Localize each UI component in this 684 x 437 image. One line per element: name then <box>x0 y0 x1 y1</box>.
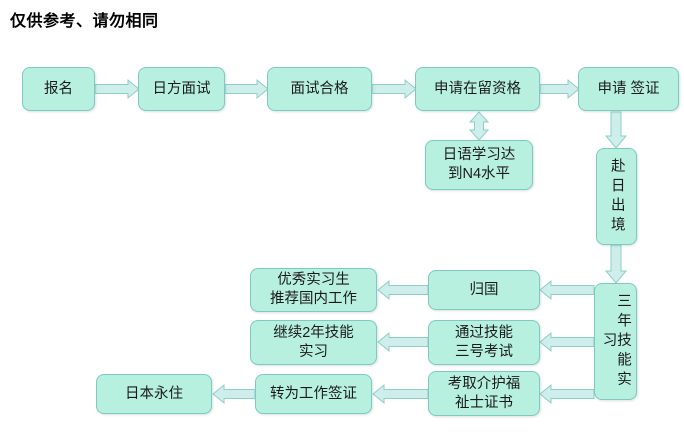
node-youxiu-shixisheng[interactable]: 优秀实习生 推荐国内工作 <box>250 268 377 312</box>
node-riyu-xuexi-n4[interactable]: 日语学习达 到N4水平 <box>425 140 533 190</box>
node-rifang-mianshi[interactable]: 日方面试 <box>138 67 225 111</box>
arrow-kaoqujiehu-to-zhuanweigongzuo <box>372 383 429 405</box>
node-furi-chujing[interactable]: 赴日出境 <box>596 148 637 245</box>
arrow-sannianjineng-to-tongguojineng <box>539 331 595 353</box>
node-kaoqu-jiehufuzhishi[interactable]: 考取介护福 祉士证书 <box>428 371 540 416</box>
node-mianshi-hege[interactable]: 面试合格 <box>267 67 372 111</box>
arrow-zhuanweigongzuo-to-ribenyongzhu <box>212 383 256 405</box>
node-sannian-jineng-shixi[interactable]: 三年技能实习 <box>594 283 637 400</box>
arrow-rifang-to-mianshihege <box>224 78 269 100</box>
node-shenqing-qianzheng[interactable]: 申请 签证 <box>578 67 679 111</box>
node-guiguo[interactable]: 归国 <box>428 270 540 310</box>
arrow-baoming-to-rifang <box>94 78 140 100</box>
arrow-guiguo-to-youxiushixisheng <box>377 279 429 301</box>
node-zhuanwei-gongzuo-qianzheng[interactable]: 转为工作签证 <box>255 374 372 414</box>
arrow-tongguojineng-to-jixu2nian <box>377 331 429 353</box>
arrow-shenqingqianzheng-to-furichujing <box>604 111 628 149</box>
node-shenqing-zailiu-zige[interactable]: 申请在留资格 <box>415 67 540 111</box>
arrow-shenqingzailiu-to-shenqingqianzheng <box>539 78 580 100</box>
arrow-furichujing-to-sannianjineng <box>604 244 628 284</box>
node-riben-yongzhu[interactable]: 日本永住 <box>96 374 212 414</box>
node-tongguo-jineng-sanhao[interactable]: 通过技能 三号考试 <box>428 320 540 365</box>
arrow-mianshihege-to-shenqingzailiu <box>371 78 417 100</box>
node-jixu-2nian-jineng[interactable]: 继续2年技能 实习 <box>250 320 377 365</box>
page-title: 仅供参考、请勿相同 <box>10 13 159 30</box>
arrow-double-shenqing-n4 <box>468 111 490 141</box>
arrow-sannianjineng-to-guiguo <box>539 279 595 301</box>
node-baoming[interactable]: 报名 <box>22 67 95 111</box>
arrow-sannianjineng-to-kaoqujiehu <box>539 383 595 405</box>
